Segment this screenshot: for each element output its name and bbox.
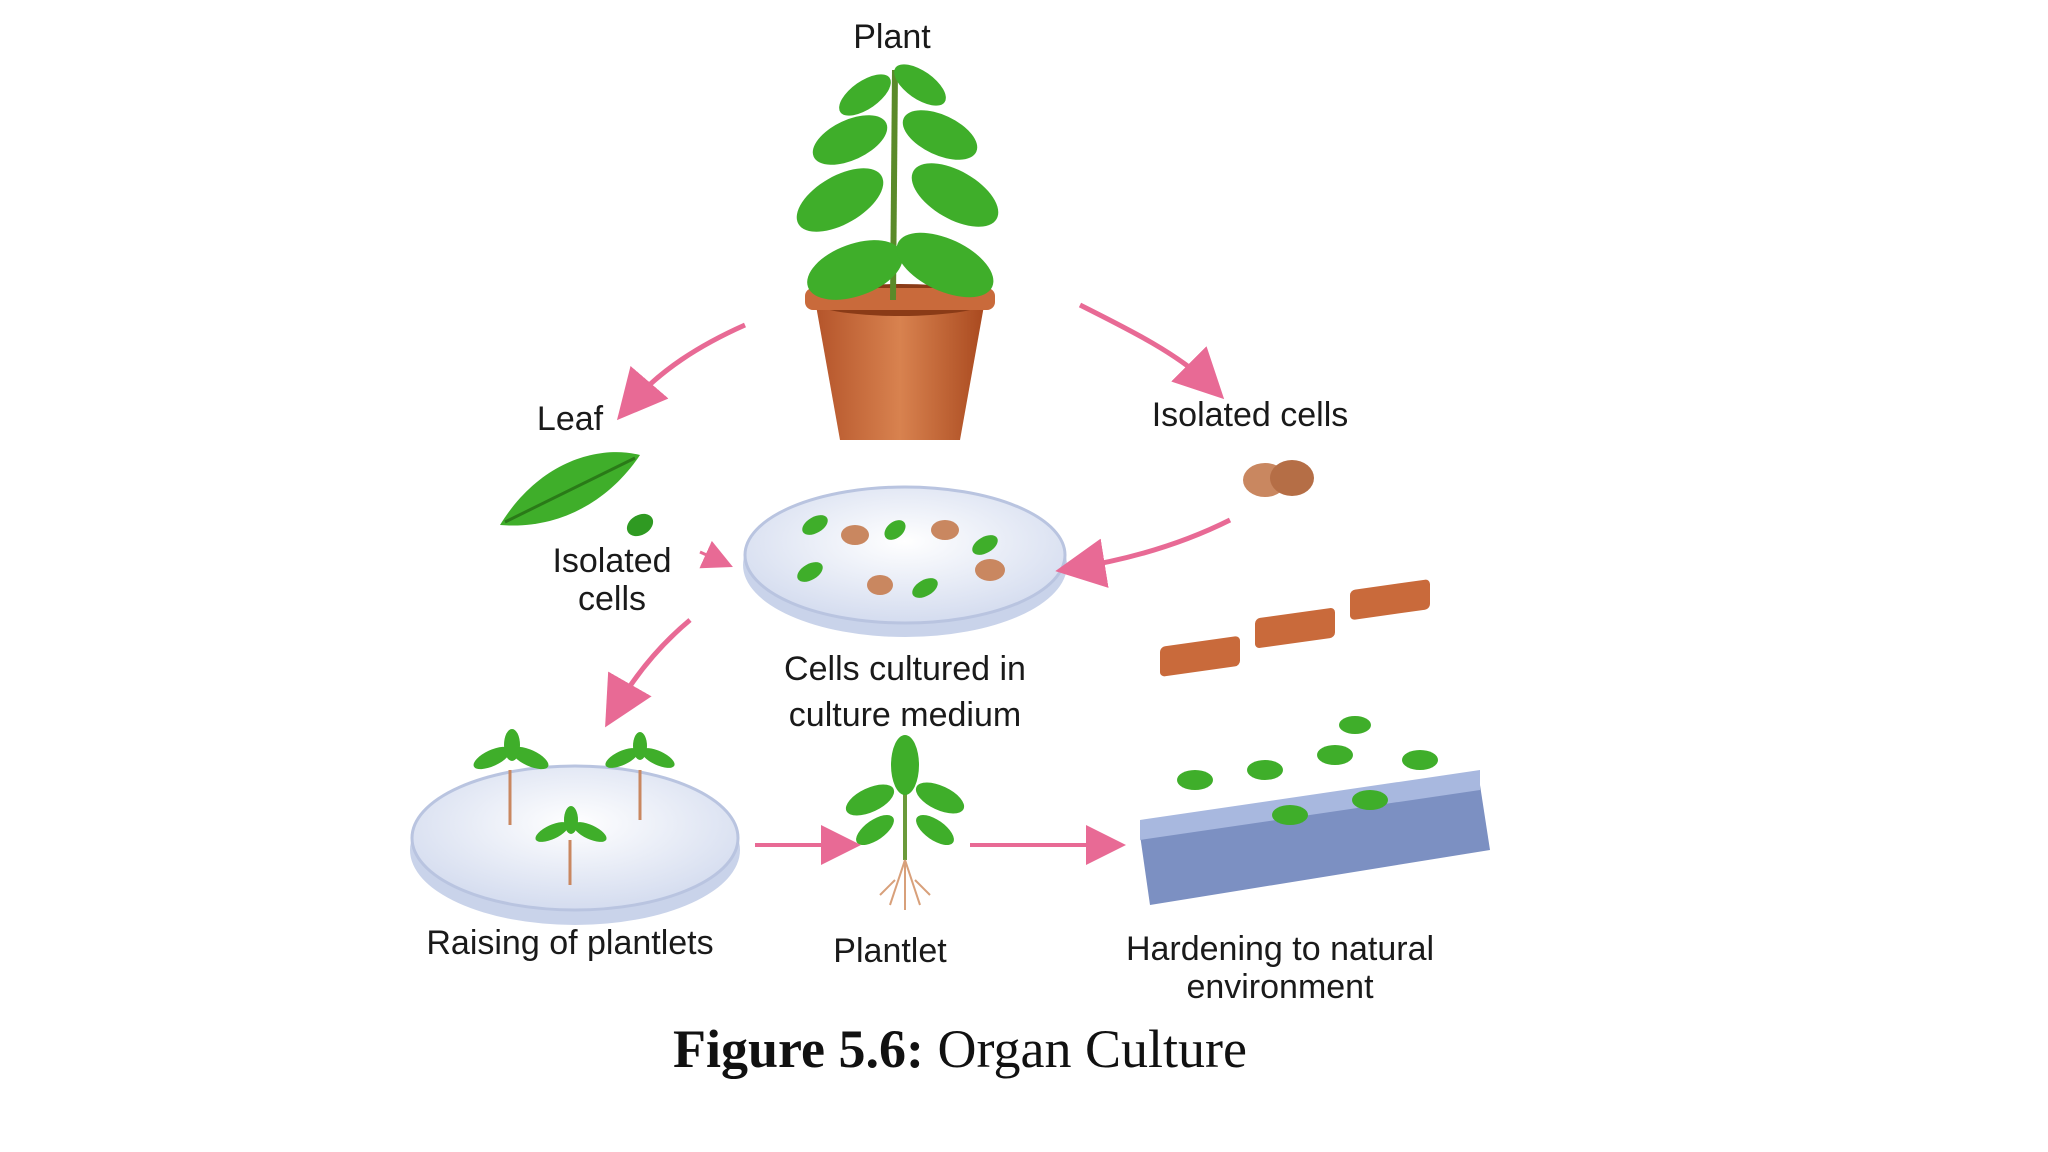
label-cells-cultured-2: culture medium bbox=[788, 696, 1022, 734]
arrow-to-plantlets bbox=[605, 618, 692, 728]
potted-plant-icon bbox=[796, 64, 999, 440]
figure-caption: Figure 5.6: Organ Culture bbox=[0, 1018, 1920, 1080]
label-cells-cultured-1: Cells cultured in bbox=[784, 650, 1026, 688]
culture-dish-icon bbox=[743, 485, 1067, 637]
process-arrows bbox=[605, 302, 1232, 865]
label-hardening-2: environment bbox=[1186, 968, 1374, 1006]
arrow-cells-to-dish bbox=[1055, 517, 1232, 588]
arrow-leafcells-to-dish bbox=[699, 540, 733, 569]
seedling-tray-icon bbox=[1140, 579, 1490, 905]
figure-number: Figure 5.6: bbox=[673, 1019, 924, 1079]
label-plantlet: Plantlet bbox=[833, 932, 947, 970]
figure-title: Organ Culture bbox=[937, 1019, 1247, 1079]
leaf-icon bbox=[500, 452, 654, 537]
plantlets-dish-icon bbox=[410, 729, 740, 925]
label-isolated-cells-left-1: Isolated bbox=[552, 542, 672, 580]
label-leaf: Leaf bbox=[536, 400, 604, 438]
isolated-cells-icon bbox=[1243, 460, 1314, 497]
label-hardening-1: Hardening to natural bbox=[1125, 930, 1435, 968]
label-isolated-cells-right: Isolated cells bbox=[1151, 396, 1349, 434]
arrow-plant-to-cells bbox=[1078, 302, 1225, 400]
arrow-plant-to-leaf bbox=[616, 322, 747, 421]
plantlet-icon bbox=[845, 735, 965, 910]
label-raising-plantlets: Raising of plantlets bbox=[426, 924, 714, 962]
label-plant: Plant bbox=[853, 18, 931, 56]
label-isolated-cells-left-2: cells bbox=[577, 580, 647, 618]
